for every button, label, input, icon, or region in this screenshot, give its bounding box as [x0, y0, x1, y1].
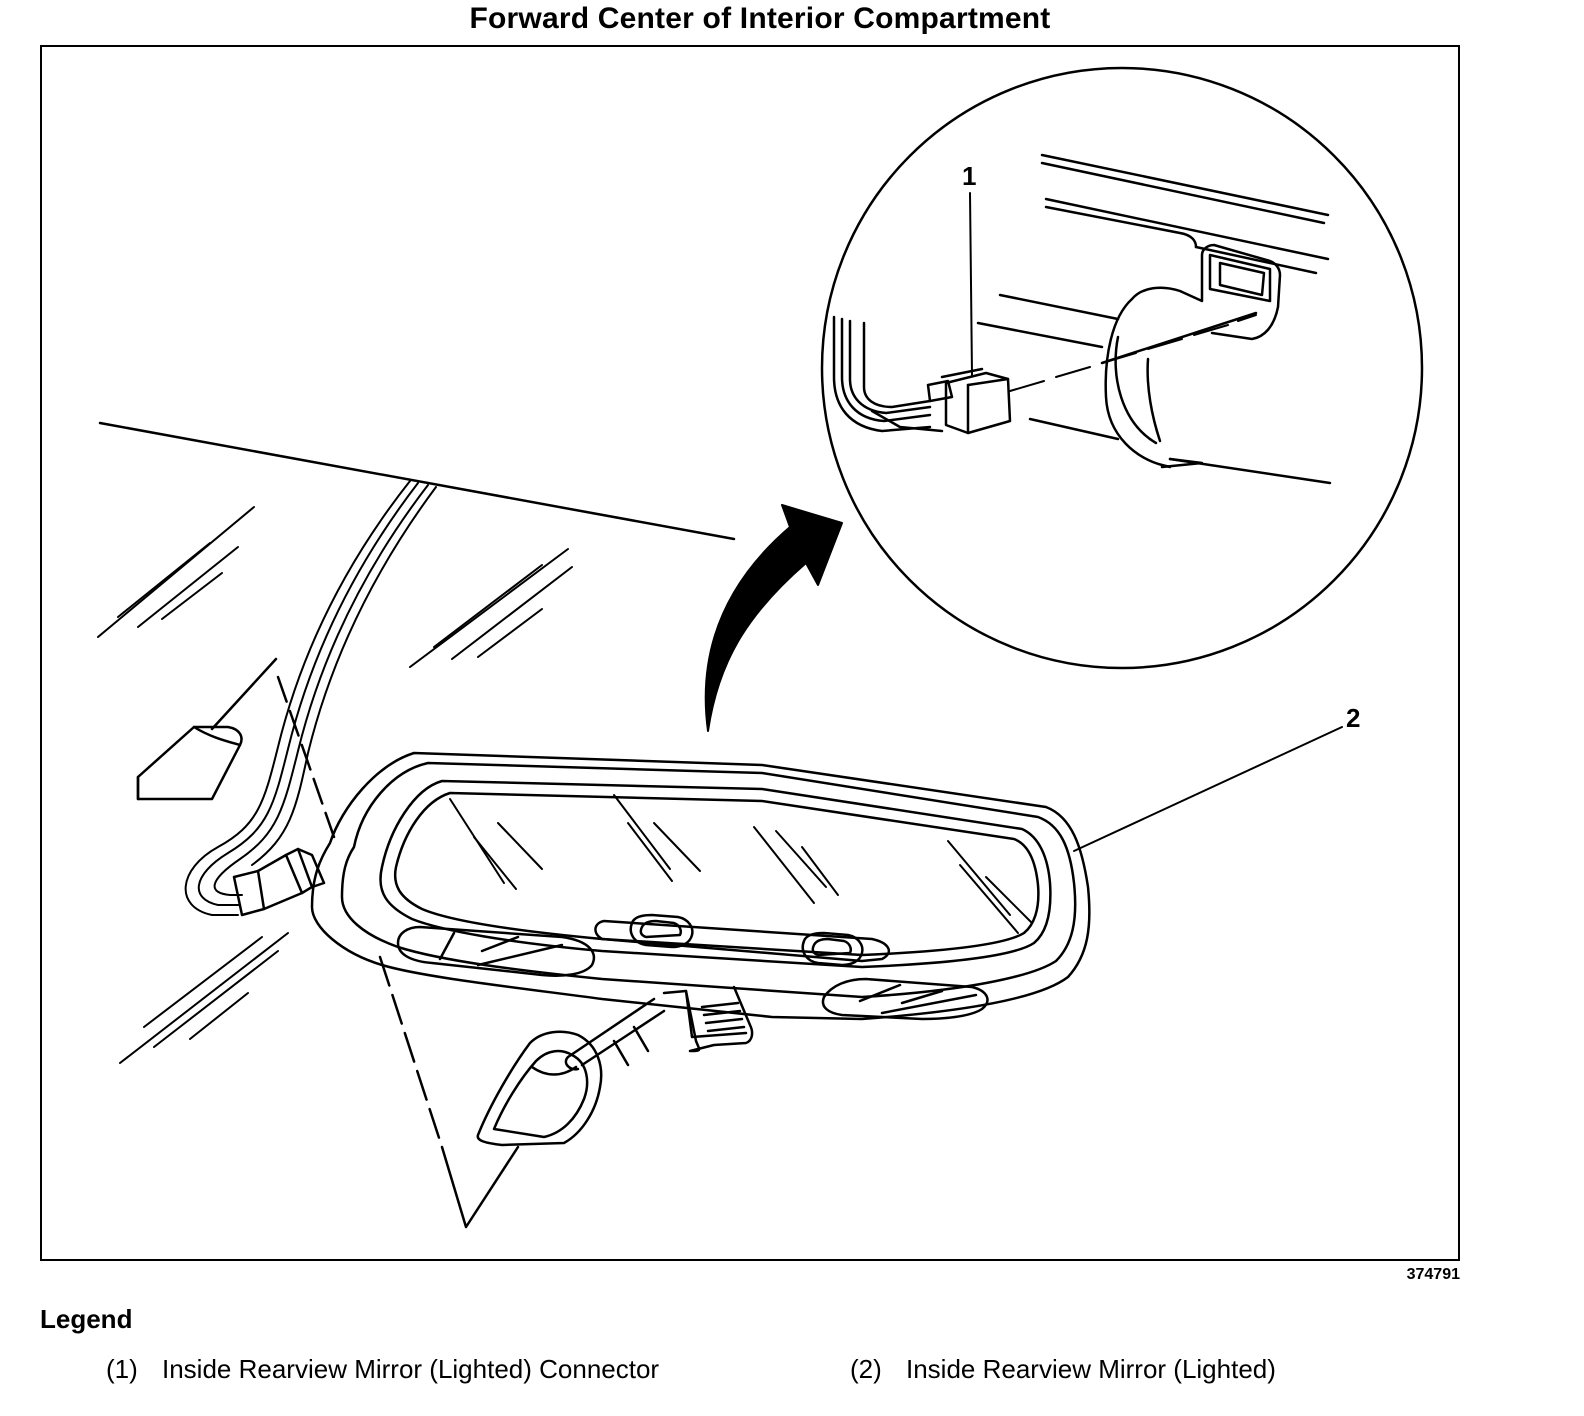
windshield-button-leader [440, 1145, 520, 1229]
legend-item-number: (2) [850, 1354, 882, 1384]
windshield-mount-button [136, 657, 278, 801]
mirror-control-buttons [594, 913, 891, 967]
legend-item-label: Inside Rearview Mirror (Lighted) Connect… [162, 1354, 660, 1384]
legend-heading: Legend [40, 1304, 133, 1334]
mirror-connector [232, 847, 326, 917]
illustration-frame: 1 2 [40, 45, 1460, 1261]
callout-2-number: 2 [1346, 703, 1360, 733]
wiring-harness [184, 480, 437, 916]
mirror-windshield-base [476, 1030, 603, 1147]
callout-1-leader [969, 192, 973, 376]
mirror-glass [379, 779, 1052, 969]
detail-connector [944, 371, 1012, 435]
legend-item-number: (1) [106, 1354, 138, 1384]
mirror-map-light-right [821, 977, 989, 1021]
mirror-illustration: 1 2 [97, 66, 1424, 1229]
legend-item: (2) Inside Rearview Mirror (Lighted) [850, 1354, 1276, 1385]
connector-detail-circle [820, 66, 1424, 670]
mirror-glass-hatching [449, 794, 1033, 934]
page-title: Forward Center of Interior Compartment [469, 2, 1051, 35]
rearview-mirror-housing [310, 751, 1091, 1021]
windshield-glass-hatching [97, 506, 573, 1064]
legend-item-label: Inside Rearview Mirror (Lighted) [906, 1354, 1276, 1384]
mirror-map-light-left [396, 925, 596, 977]
headliner-edge-line [98, 421, 736, 541]
base-alignment-line [378, 955, 444, 1149]
connector-alignment-line [276, 675, 336, 839]
mirror-mount-arm [564, 985, 754, 1071]
mirror-button-right [801, 931, 864, 967]
zoom-arrow-icon [704, 504, 843, 732]
mirror-button-left [629, 913, 694, 949]
callout-1-number: 1 [962, 161, 976, 191]
figure-id: 374791 [1406, 1266, 1460, 1283]
callout-2-leader [1073, 726, 1343, 852]
legend-item: (1) Inside Rearview Mirror (Lighted) Conn… [106, 1354, 659, 1385]
